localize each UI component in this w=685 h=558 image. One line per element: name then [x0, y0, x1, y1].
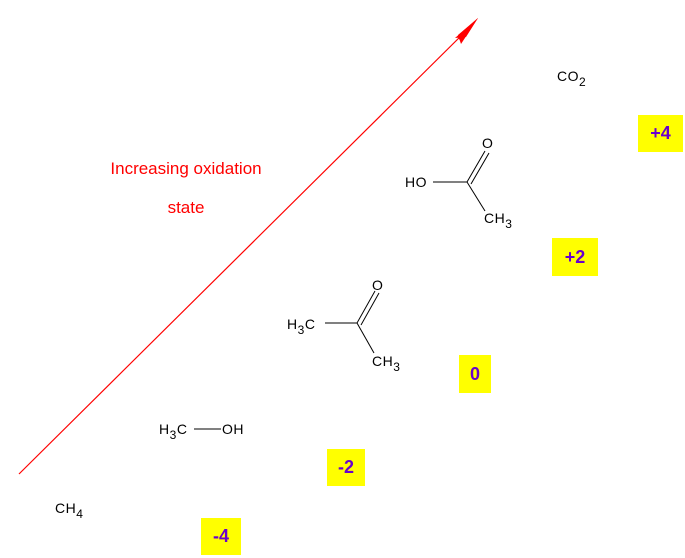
- acetone-right-methyl: CH3: [372, 353, 400, 373]
- formula-subscript: 2: [579, 75, 587, 89]
- oxidation-arrow: [18, 18, 478, 475]
- acetic-acid-bonds: [433, 150, 490, 212]
- acetone-carbonyl-oxygen: O: [372, 277, 384, 293]
- formula-subscript: 3: [169, 428, 177, 442]
- formula-main: H: [159, 421, 170, 437]
- oxidation-badge-methane: -4: [201, 518, 241, 555]
- formula-main: CO: [557, 68, 579, 84]
- acetone-bonds: [325, 290, 380, 354]
- formula-main: CH: [55, 500, 77, 516]
- acetic-acid-methyl: CH3: [484, 210, 512, 230]
- axis-label-line2: state: [167, 198, 205, 217]
- formula-tail: C: [176, 421, 188, 437]
- oxidation-badge-methanol: -2: [327, 449, 365, 486]
- methanol-hydroxyl: OH: [222, 421, 244, 437]
- methane-formula: CH4: [55, 500, 83, 520]
- acetic-acid-carbonyl-oxygen: O: [482, 135, 494, 151]
- formula-subscript: 3: [393, 360, 401, 374]
- carbon-dioxide-formula: CO2: [557, 68, 586, 88]
- formula-tail: C: [304, 316, 316, 332]
- formula-main: CH: [484, 210, 506, 226]
- formula-main: H: [287, 316, 298, 332]
- formula-subscript: 3: [297, 323, 305, 337]
- formula-subscript: 4: [76, 507, 84, 521]
- acetone-left-methyl: H3C: [287, 316, 316, 336]
- methanol-left-group: H3C: [159, 421, 188, 441]
- oxidation-badge-acetic-acid: +2: [552, 238, 598, 276]
- formula-main: CH: [372, 353, 394, 369]
- formula-subscript: 3: [505, 217, 513, 231]
- oxidation-badge-acetone: 0: [459, 355, 491, 393]
- axis-label-line1: Increasing oxidation: [110, 159, 262, 178]
- acetic-acid-hydroxyl: HO: [405, 174, 427, 190]
- oxidation-badge-carbon-dioxide: +4: [638, 115, 683, 152]
